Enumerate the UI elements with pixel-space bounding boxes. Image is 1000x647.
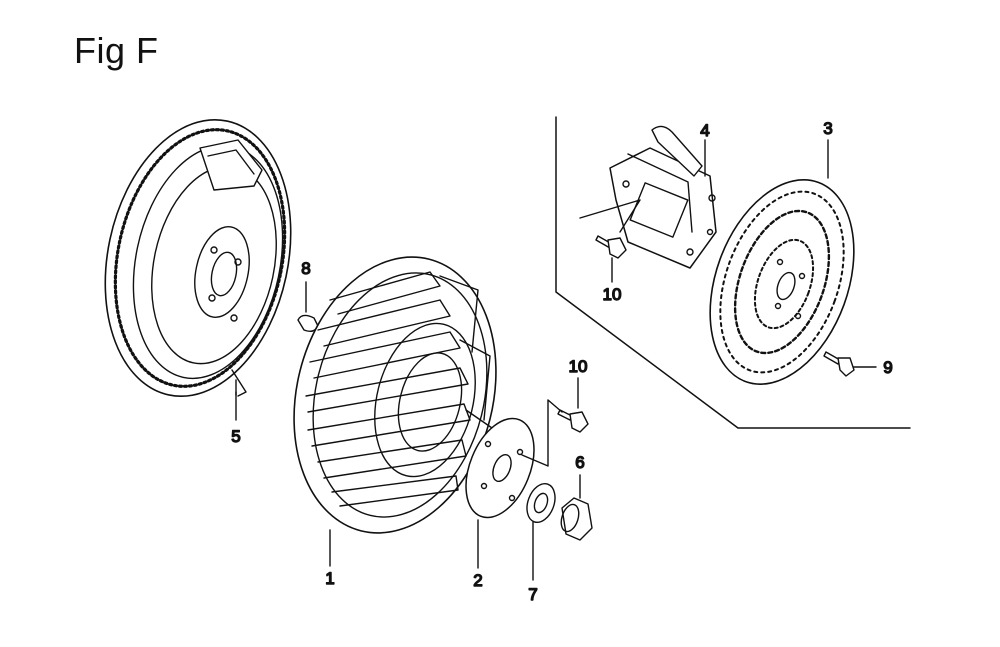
starter-pulley-bracket bbox=[609, 125, 717, 269]
callout-10-upper: 10 bbox=[603, 285, 622, 304]
callout-5: 5 bbox=[231, 427, 240, 446]
screw bbox=[823, 351, 855, 377]
flange-bolt-upper bbox=[595, 235, 627, 259]
callout-2: 2 bbox=[473, 571, 482, 590]
callout-1: 1 bbox=[325, 569, 334, 588]
callout-8: 8 bbox=[301, 259, 310, 278]
callout-9: 9 bbox=[883, 358, 892, 377]
fan-plate bbox=[465, 417, 535, 519]
callout-3: 3 bbox=[823, 119, 832, 138]
callout-7: 7 bbox=[528, 585, 537, 604]
callout-4: 4 bbox=[700, 121, 709, 140]
callout-6: 6 bbox=[575, 453, 584, 472]
flywheel bbox=[104, 118, 292, 398]
callout-10-lower: 10 bbox=[569, 357, 588, 376]
rotating-screen bbox=[709, 179, 855, 385]
inset-frame bbox=[555, 116, 911, 429]
flywheel-nut bbox=[560, 497, 593, 541]
washer bbox=[526, 482, 556, 524]
flange-bolt-lower bbox=[557, 409, 589, 433]
figure-title: Fig F bbox=[74, 30, 159, 71]
